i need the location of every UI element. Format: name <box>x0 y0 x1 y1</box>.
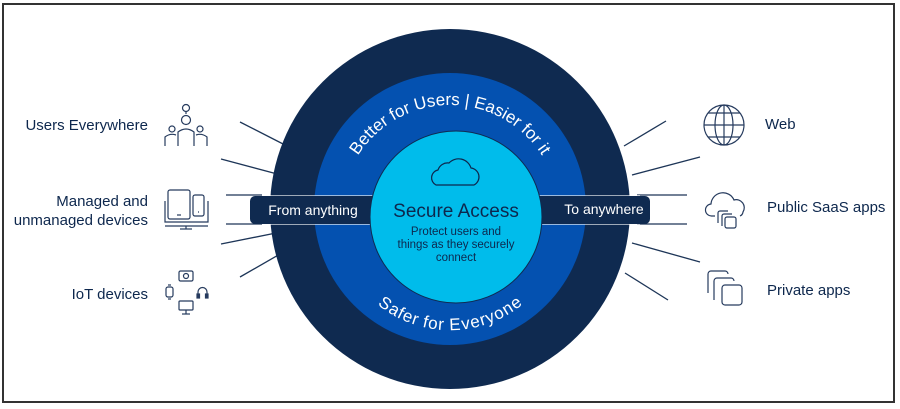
left-item-label: Users Everywhere <box>25 117 148 134</box>
cloud-icon <box>430 158 480 186</box>
right-item-label: Public SaaS apps <box>767 199 886 216</box>
right-item-label: Web <box>765 116 796 133</box>
connector-line <box>239 121 288 147</box>
right-item-private: Private apps <box>767 281 850 300</box>
cloud-apps-icon <box>704 192 745 229</box>
connector-line <box>623 120 667 147</box>
core-subtitle-line: things as they securely <box>398 239 515 251</box>
right-item-label: Private apps <box>767 282 851 299</box>
devices-icon <box>164 189 209 230</box>
globe-icon <box>703 104 745 146</box>
core-subtitle-line: connect <box>436 252 477 264</box>
to-anywhere-label: To anywhere <box>564 201 644 217</box>
left-item-iot: IoT devices <box>10 285 148 304</box>
right-connector-lines <box>623 120 701 301</box>
right-item-web: Web <box>765 115 796 134</box>
connector-line <box>220 158 282 176</box>
core-title: Secure Access <box>393 201 519 222</box>
left-item-users: Users Everywhere <box>10 116 148 135</box>
right-item-saas: Public SaaS apps <box>767 198 885 217</box>
from-anything-label: From anything <box>268 202 357 218</box>
left-item-devices: Managed and unmanaged devices <box>10 192 148 230</box>
stacked-apps-icon <box>707 270 743 306</box>
core-circle <box>369 130 543 304</box>
left-item-label: IoT devices <box>71 286 148 303</box>
left-item-label: unmanaged devices <box>13 212 148 229</box>
connector-line <box>631 156 701 176</box>
diagram-frame <box>2 3 895 403</box>
connector-line <box>631 242 701 263</box>
connector-line <box>624 272 669 301</box>
connector-line <box>220 231 282 245</box>
left-item-label: Managed and <box>56 193 148 210</box>
core-subtitle-line: Protect users and <box>411 226 501 238</box>
iot-devices-icon <box>165 270 209 315</box>
users-icon <box>164 103 208 146</box>
